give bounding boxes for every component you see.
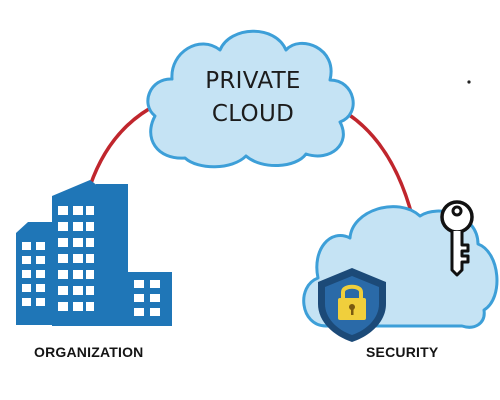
shield-lock-icon	[318, 268, 386, 342]
cloud-title-line-2: CLOUD	[211, 101, 295, 127]
key-icon	[440, 200, 474, 277]
organization-label: ORGANIZATION	[34, 344, 144, 360]
private-cloud-icon	[146, 29, 355, 169]
connector-left	[88, 102, 160, 188]
security-label: SECURITY	[366, 344, 439, 360]
office-buildings-icon	[16, 180, 172, 326]
cloud-title-line-1: PRIVATE	[205, 68, 301, 94]
dot-mark	[467, 80, 471, 84]
